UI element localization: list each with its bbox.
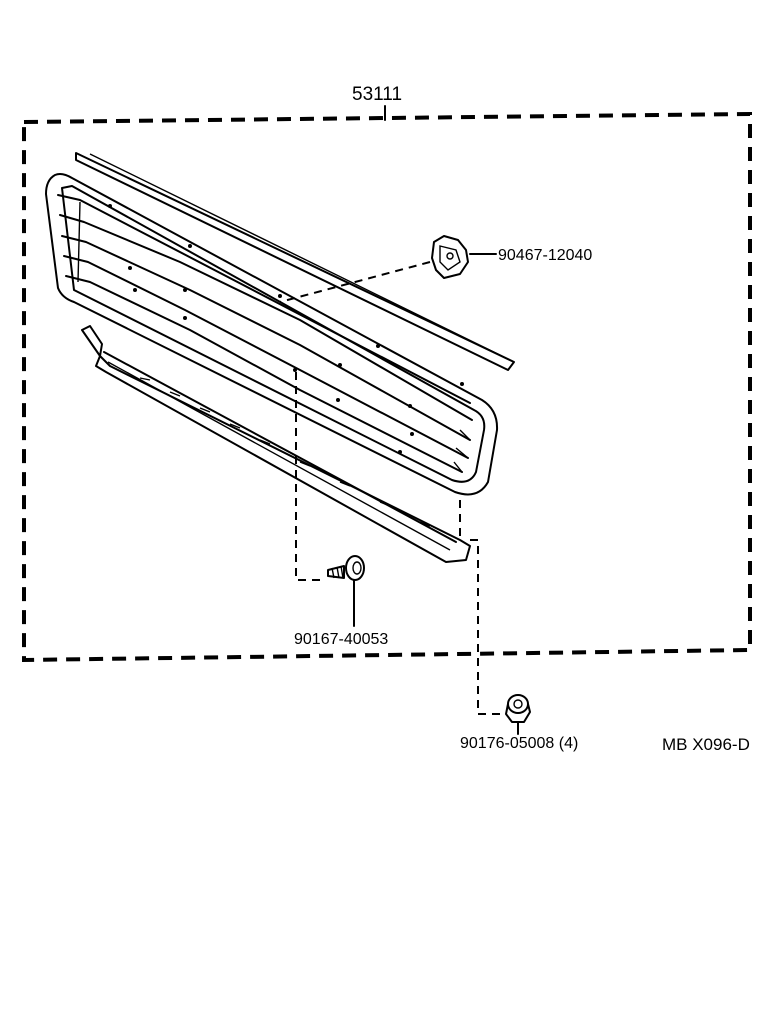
screw-part (327, 555, 365, 581)
clip-part (431, 235, 469, 279)
nut-part-number: 90176-05008 (4) (460, 735, 578, 752)
nut-part (505, 694, 531, 723)
nut-dashed-guide (470, 539, 500, 715)
lower-grille-molding (81, 325, 471, 563)
top-molding-strip (75, 152, 515, 371)
diagram-code: MB X096-D (662, 735, 750, 754)
clip-dashed-guide (279, 261, 431, 303)
assembly-boundary (22, 111, 752, 663)
screw-dashed-guide (295, 372, 326, 581)
radiator-grille (45, 173, 499, 496)
screw-part-number: 90167-40053 (294, 631, 388, 648)
clip-part-number: 90467-12040 (498, 247, 592, 264)
assembly-part-number: 53111 (352, 84, 402, 105)
